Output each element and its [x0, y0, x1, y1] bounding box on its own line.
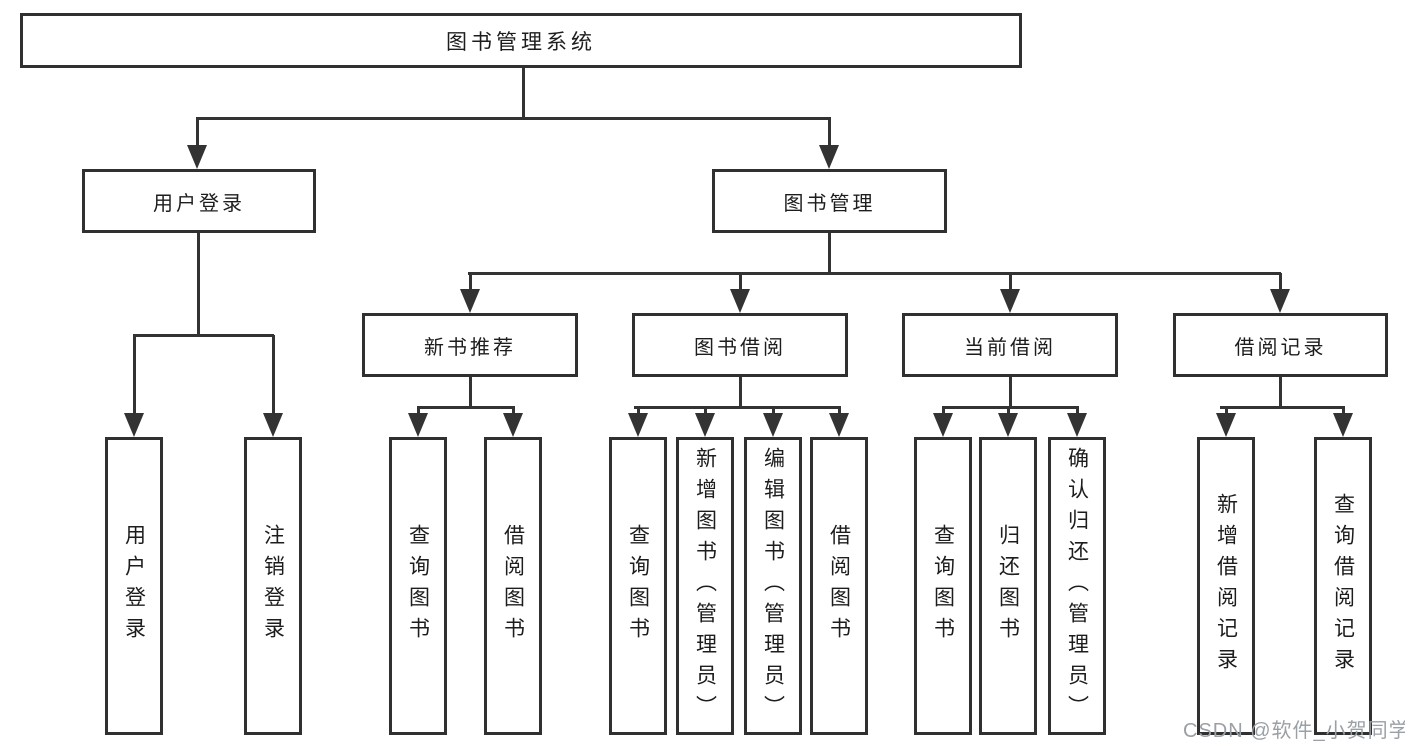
leaf-return-book-label: 归还图书	[996, 524, 1020, 648]
connector-vline	[739, 273, 742, 295]
arrow-down-icon	[1270, 289, 1290, 313]
arrow-down-icon	[695, 413, 715, 437]
connector-hline	[468, 272, 1281, 275]
leaf-user-login: 用户登录	[105, 437, 163, 735]
node-user-login-label: 用户登录	[153, 192, 245, 215]
arrow-down-icon	[1000, 289, 1020, 313]
arrow-down-icon	[187, 145, 207, 169]
leaf-return-book: 归还图书	[979, 437, 1037, 735]
node-new-book-recommend: 新书推荐	[362, 313, 578, 377]
arrow-down-icon	[628, 413, 648, 437]
node-current-borrow-label: 当前借阅	[964, 336, 1056, 359]
leaf-borrow-books-borrow-label: 借阅图书	[827, 524, 851, 648]
connector-vline	[828, 118, 831, 151]
arrow-down-icon	[1333, 413, 1353, 437]
connector-hline	[133, 334, 274, 337]
leaf-query-books-borrow-label: 查询图书	[626, 524, 650, 648]
arrow-down-icon	[819, 145, 839, 169]
node-borrow-records-label: 借阅记录	[1234, 336, 1327, 359]
leaf-query-borrow-record-label: 查询借阅记录	[1331, 493, 1355, 679]
connector-vline	[1279, 377, 1282, 409]
leaf-query-books-current-label: 查询图书	[931, 524, 955, 648]
leaf-edit-book-admin-label: 编辑图书（管理员）	[761, 446, 785, 726]
node-current-borrow: 当前借阅	[902, 313, 1118, 377]
arrow-down-icon	[460, 289, 480, 313]
connector-vline	[1279, 273, 1282, 295]
connector-vline	[828, 233, 831, 275]
connector-hline	[196, 117, 831, 120]
connector-vline	[469, 377, 472, 409]
leaf-edit-book-admin: 编辑图书（管理员）	[744, 437, 802, 735]
node-book-borrow-label: 图书借阅	[694, 336, 786, 359]
connector-vline	[739, 377, 742, 409]
connector-vline	[1009, 273, 1012, 295]
arrow-down-icon	[124, 413, 144, 437]
connector-vline	[1009, 377, 1012, 409]
connector-vline	[133, 335, 136, 419]
leaf-user-login-label: 用户登录	[122, 524, 146, 648]
leaf-query-books-borrow: 查询图书	[609, 437, 667, 735]
connector-vline	[197, 233, 200, 337]
leaf-add-borrow-record: 新增借阅记录	[1197, 437, 1255, 735]
arrow-down-icon	[408, 413, 428, 437]
arrow-down-icon	[763, 413, 783, 437]
leaf-borrow-books-borrow: 借阅图书	[810, 437, 868, 735]
leaf-add-book-admin-label: 新增图书（管理员）	[693, 446, 717, 726]
connector-vline	[196, 118, 199, 151]
watermark: CSDN @软件_小贺同学	[1183, 720, 1405, 742]
connector-vline	[469, 273, 472, 295]
connector-hline	[942, 406, 1079, 409]
connector-hline	[634, 406, 841, 409]
leaf-query-books-recommend-label: 查询图书	[406, 524, 430, 648]
leaf-borrow-books-recommend-label: 借阅图书	[501, 524, 525, 648]
connector-vline	[522, 68, 525, 120]
node-user-login: 用户登录	[82, 169, 316, 233]
connector-hline	[417, 406, 515, 409]
leaf-query-borrow-record: 查询借阅记录	[1314, 437, 1372, 735]
leaf-add-book-admin: 新增图书（管理员）	[676, 437, 734, 735]
arrow-down-icon	[933, 413, 953, 437]
arrow-down-icon	[263, 413, 283, 437]
node-book-borrow: 图书借阅	[632, 313, 848, 377]
leaf-query-books-recommend: 查询图书	[389, 437, 447, 735]
leaf-logout-label: 注销登录	[261, 524, 285, 648]
node-new-book-recommend-label: 新书推荐	[424, 336, 516, 359]
leaf-add-borrow-record-label: 新增借阅记录	[1214, 493, 1238, 679]
node-borrow-records: 借阅记录	[1173, 313, 1388, 377]
leaf-query-books-current: 查询图书	[914, 437, 972, 735]
leaf-confirm-return-admin: 确认归还（管理员）	[1048, 437, 1106, 735]
leaf-logout: 注销登录	[244, 437, 302, 735]
leaf-confirm-return-admin-label: 确认归还（管理员）	[1065, 446, 1089, 726]
arrow-down-icon	[730, 289, 750, 313]
connector-vline	[272, 335, 275, 419]
node-book-management: 图书管理	[712, 169, 947, 233]
node-root: 图书管理系统	[20, 13, 1022, 68]
arrow-down-icon	[829, 413, 849, 437]
arrow-down-icon	[1216, 413, 1236, 437]
connector-hline	[1220, 406, 1345, 409]
arrow-down-icon	[998, 413, 1018, 437]
leaf-borrow-books-recommend: 借阅图书	[484, 437, 542, 735]
arrow-down-icon	[1067, 413, 1087, 437]
node-root-label: 图书管理系统	[446, 30, 596, 54]
node-book-management-label: 图书管理	[783, 192, 876, 215]
arrow-down-icon	[503, 413, 523, 437]
